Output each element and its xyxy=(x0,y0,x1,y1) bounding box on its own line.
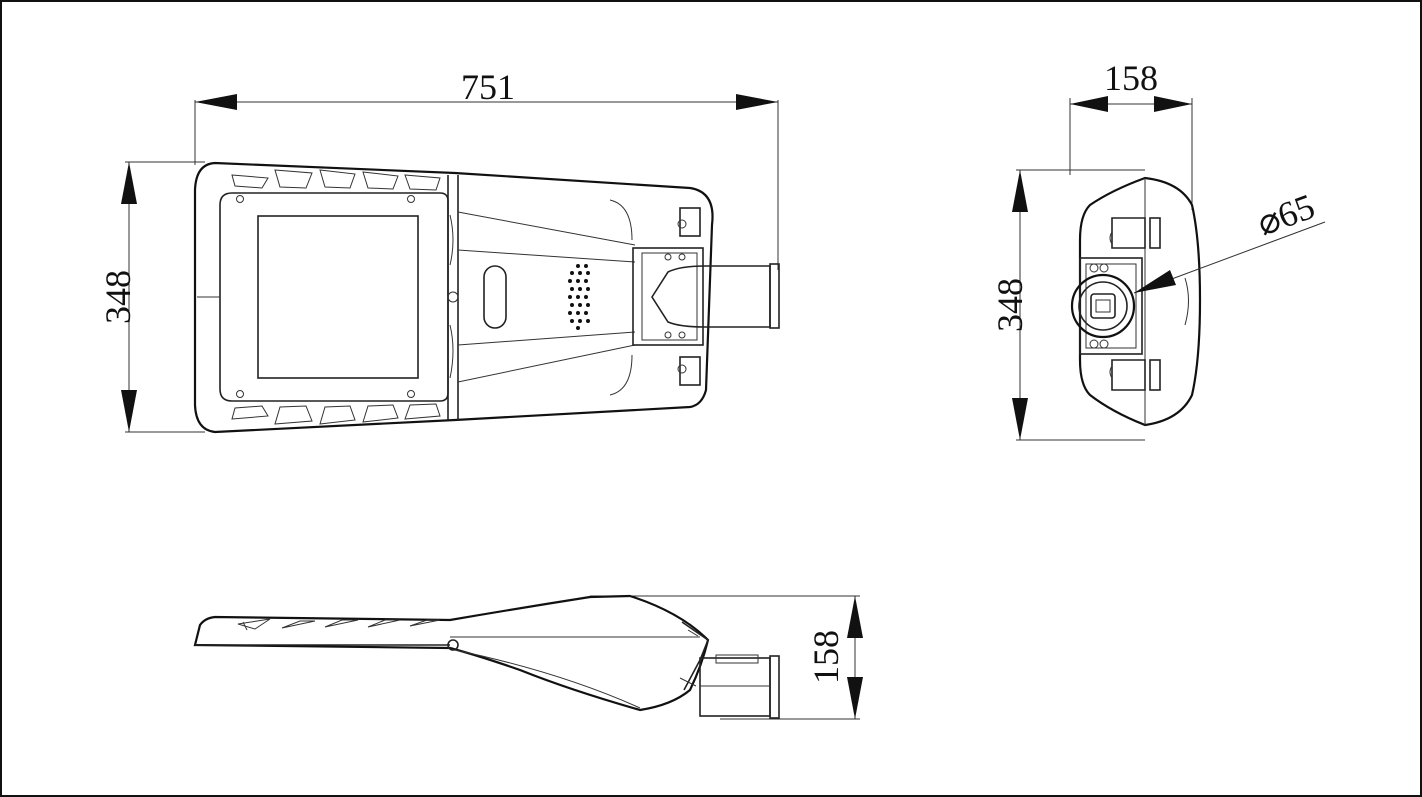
dimension-label-751: 751 xyxy=(461,67,515,107)
end-mount-screws xyxy=(1089,263,1109,349)
end-mount-plate xyxy=(1079,257,1143,355)
diameter-65-leader: ⌀65 xyxy=(1133,186,1326,294)
dimension-label-diameter-65: ⌀65 xyxy=(1252,186,1320,243)
dimension-label-348-top: 348 xyxy=(98,270,138,324)
dimension-label-348-end: 348 xyxy=(990,278,1030,332)
spigot-section xyxy=(1070,273,1136,339)
vent-slot xyxy=(483,265,507,329)
heat-fins-bottom xyxy=(231,403,441,425)
end-housing xyxy=(1078,176,1202,427)
spigot-clamp-bottom xyxy=(677,356,701,386)
heat-fins-top xyxy=(231,169,441,191)
dimension-158-side: 158 xyxy=(590,595,863,720)
side-hinge-pin xyxy=(447,639,459,651)
side-view: 158 xyxy=(193,594,863,720)
side-housing xyxy=(193,594,710,712)
led-panel xyxy=(257,215,419,379)
dimension-158-end: 158 xyxy=(1069,58,1193,210)
housing-outline xyxy=(193,161,714,434)
frame-screws xyxy=(236,195,415,398)
side-fins xyxy=(237,618,441,631)
dimension-751: 751 xyxy=(194,67,779,270)
lamp-frame xyxy=(219,192,449,402)
end-clamp-bottom xyxy=(1109,359,1161,391)
dimension-348-end: 348 xyxy=(990,169,1145,441)
spigot-clamp-top xyxy=(677,207,701,237)
vent-holes xyxy=(568,264,590,330)
dimension-348-top: 348 xyxy=(98,161,205,433)
mount-plate xyxy=(632,247,704,346)
side-spigot xyxy=(699,654,780,719)
end-clamp-top xyxy=(1109,217,1161,249)
dimension-label-158-side: 158 xyxy=(806,630,846,684)
dimension-label-158-end: 158 xyxy=(1104,58,1158,98)
mount-screws xyxy=(664,253,686,339)
top-view: 751 348 xyxy=(98,67,780,434)
hinge-column xyxy=(447,175,459,420)
end-view: 158 348 xyxy=(990,58,1326,441)
